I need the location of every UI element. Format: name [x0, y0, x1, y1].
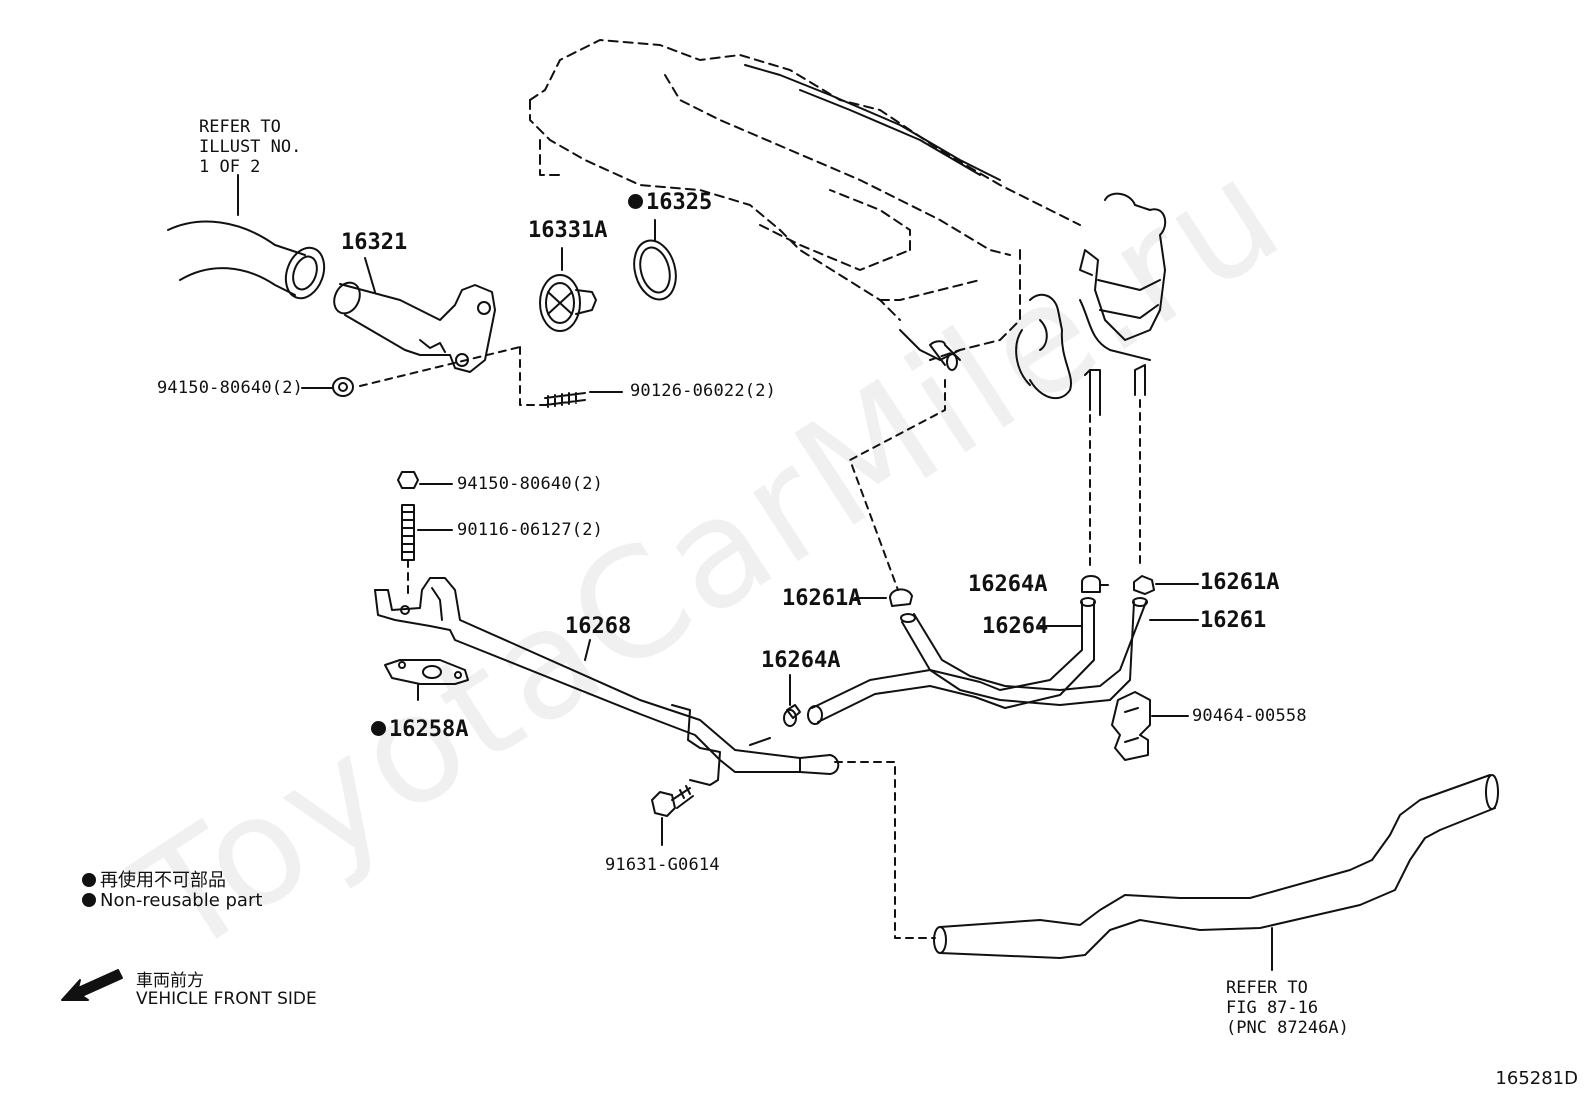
part-label-16258A[interactable]: 16258A — [371, 717, 468, 742]
non-reusable-dot-icon — [82, 893, 96, 907]
part-label-16264A-left[interactable]: 16264A — [761, 648, 841, 673]
gasket-16258A — [384, 659, 469, 701]
bypass-pipe-16268 — [374, 577, 840, 786]
refer-note-line: REFER TO — [1226, 978, 1308, 998]
part-number-text: 16325 — [646, 190, 713, 215]
assembly-dash-lines — [407, 379, 1141, 939]
engine-phantom-outline — [529, 39, 1081, 361]
part-label-16264A-right[interactable]: 16264A — [968, 572, 1048, 597]
part-label-16268[interactable]: 16268 — [565, 614, 632, 639]
part-label-16261[interactable]: 16261 — [1200, 608, 1267, 633]
thermostat-16331A — [539, 247, 597, 332]
clamp-16264A-left — [783, 674, 801, 727]
bolt-91631 — [651, 785, 694, 846]
part-label-16264[interactable]: 16264 — [982, 614, 1049, 639]
nut-and-stud-upper — [301, 346, 623, 408]
legend-nonreusable-jp: 再使用不可部品 — [82, 866, 226, 892]
part-label-16321[interactable]: 16321 — [341, 230, 408, 255]
engine-solid-edges — [744, 64, 1001, 361]
figure-id: 165281D — [1495, 1068, 1578, 1089]
part-label-16325[interactable]: 16325 — [628, 190, 712, 215]
non-reusable-dot-icon — [628, 194, 643, 209]
clip-90464 — [1111, 691, 1189, 761]
legend-front-en: VEHICLE FRONT SIDE — [136, 989, 317, 1009]
refer-note-line: REFER TO — [199, 117, 281, 137]
legend-front-jp: 車両前方 — [136, 971, 204, 991]
refer-note-bottom-right: REFER TO FIG 87-16 (PNC 87246A) — [1226, 978, 1349, 1038]
legend-nonreusable-en: Non-reusable part — [82, 890, 262, 911]
hose-16264-assembly — [807, 575, 1109, 725]
refer-note-line: FIG 87-16 — [1226, 998, 1319, 1018]
water-outlet-16321 — [333, 257, 496, 373]
part-label-91631[interactable]: 91631-G0614 — [605, 855, 720, 875]
legend-text: 再使用不可部品 — [100, 870, 226, 891]
part-label-90116[interactable]: 90116-06127(2) — [457, 520, 604, 540]
throttle-body-area — [929, 192, 1167, 416]
upper-hose — [167, 174, 326, 300]
refer-note-line: (PNC 87246A) — [1226, 1018, 1349, 1038]
non-reusable-dot-icon — [82, 873, 96, 887]
hose-16261-assembly — [854, 575, 1199, 706]
front-arrow-icon — [61, 969, 123, 1001]
part-label-94150-upper[interactable]: 94150-80640(2) — [157, 378, 304, 398]
nut-and-stud-lower — [397, 471, 453, 561]
lower-hose — [933, 774, 1499, 971]
part-number-text: 16258A — [389, 717, 469, 742]
part-label-90126[interactable]: 90126-06022(2) — [630, 381, 777, 401]
refer-note-line: ILLUST NO. — [199, 137, 302, 157]
non-reusable-dot-icon — [371, 721, 386, 736]
part-label-16331A[interactable]: 16331A — [528, 218, 608, 243]
part-label-94150-lower[interactable]: 94150-80640(2) — [457, 474, 604, 494]
refer-note-line: 1 OF 2 — [199, 157, 261, 177]
legend-text: Non-reusable part — [100, 890, 263, 911]
part-label-16261A-right[interactable]: 16261A — [1200, 570, 1280, 595]
part-label-16261A-left[interactable]: 16261A — [782, 586, 862, 611]
gasket-16325 — [633, 219, 677, 301]
refer-note-top-left: REFER TO ILLUST NO. 1 OF 2 — [199, 117, 301, 177]
part-label-90464[interactable]: 90464-00558 — [1192, 706, 1307, 726]
